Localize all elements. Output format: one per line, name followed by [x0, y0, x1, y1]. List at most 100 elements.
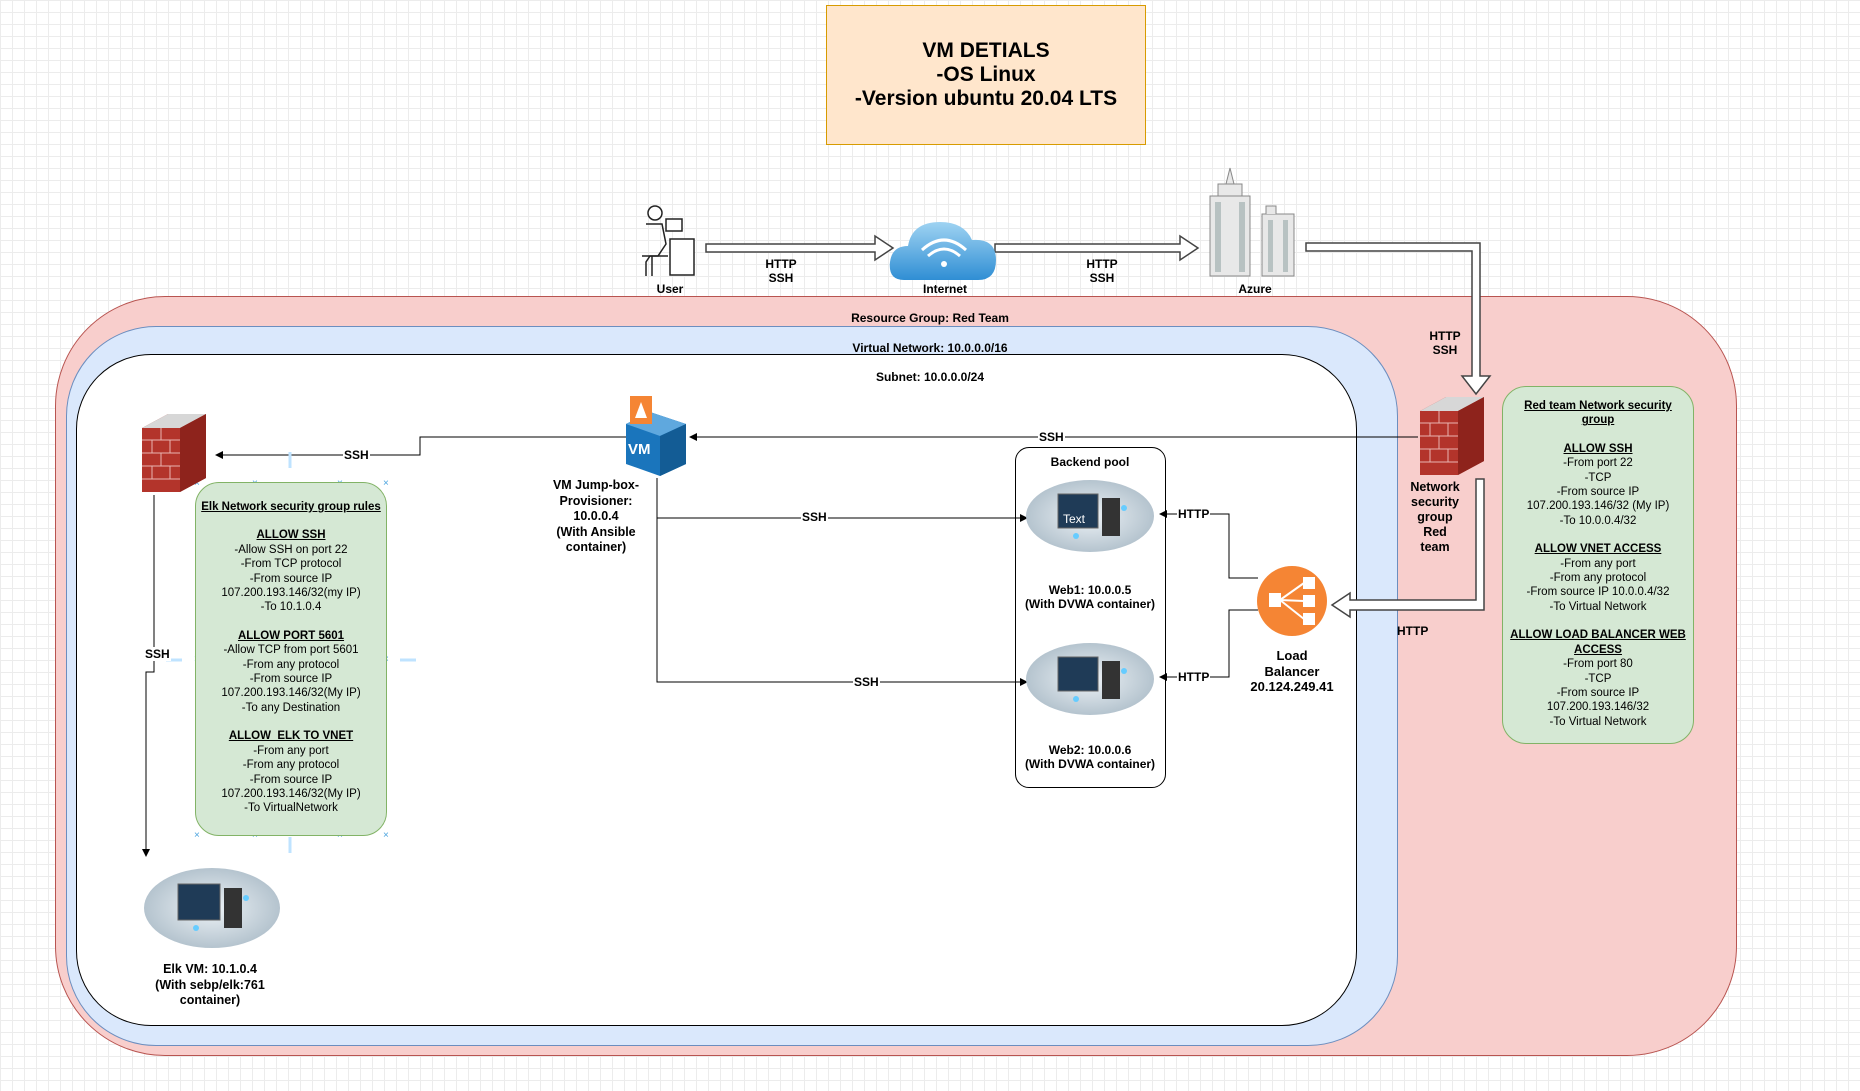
- red-rule-line: -From source IP: [1556, 486, 1640, 499]
- edge-label-line: HTTP: [765, 257, 797, 271]
- vm-details-title: VM DETIALS: [922, 39, 1050, 62]
- edge-label-lb-web2: HTTP: [1177, 670, 1211, 684]
- user-label: User: [656, 282, 684, 296]
- red-rule-line: -From any port: [1560, 557, 1636, 570]
- edge-jumpbox-to-elk-firewall: [215, 436, 626, 459]
- elk-rule-line: -From any port: [253, 744, 329, 757]
- subnet-label: Subnet: 10.0.0.0/24: [875, 370, 985, 384]
- handle-marker: ×: [194, 830, 200, 841]
- web1-vm-icon: [1026, 480, 1154, 552]
- edge-label-nsg-lb: HTTP: [1397, 624, 1429, 638]
- edge-label-lb-web1: HTTP: [1177, 507, 1211, 521]
- vm-details-box: VM DETIALS -OS Linux -Version ubuntu 20.…: [826, 5, 1146, 145]
- edge-label-user-internet: HTTP SSH: [746, 257, 816, 285]
- elk-rule-line: -From source IP: [249, 673, 333, 686]
- edge-label-internet-azure: HTTP SSH: [1067, 257, 1137, 285]
- elk-rule-line: -From any protocol: [242, 658, 340, 671]
- elk-rule-line: -Allow TCP from port 5601: [223, 644, 359, 657]
- lb-label-line: Balancer: [1264, 663, 1320, 679]
- nsg-label-line: Network: [1410, 480, 1460, 494]
- arrow-azure-nsg: [1305, 242, 1492, 396]
- lb-label-line: Load: [1276, 648, 1308, 663]
- red-rule-line: 107.200.193.146/32 (My IP): [1526, 500, 1670, 513]
- red-rule-line: 107.200.193.146/32: [1546, 701, 1650, 714]
- red-rules-title-line2: group: [1581, 414, 1615, 427]
- web2-label-line: (With DVWA container): [1024, 757, 1156, 771]
- nsg-label-line: group: [1417, 510, 1453, 524]
- load-balancer-label: Load Balancer 20.124.249.41: [1236, 648, 1348, 695]
- vm-details-os: -OS Linux: [936, 63, 1036, 86]
- red-rule-lb-heading-line2: ACCESS: [1574, 643, 1622, 656]
- arrow-user-internet: [705, 234, 895, 262]
- elk-rule-line: 107.200.193.146/32(My IP): [221, 787, 361, 800]
- edge-label-elkfw-elk: SSH: [144, 647, 171, 661]
- edge-label-azure-nsg: HTTP SSH: [1410, 329, 1480, 357]
- elk-rule-line: -From TCP protocol: [240, 558, 342, 571]
- azure-label: Azure: [1238, 282, 1272, 296]
- elk-label-line: Elk VM: 10.1.0.4: [163, 962, 257, 976]
- elk-rules-title: Elk Network security group rules: [201, 501, 381, 513]
- elk-rule-line: -To 10.1.0.4: [260, 601, 322, 614]
- nsg-label-line: team: [1420, 540, 1450, 554]
- jumpbox-label-line: Provisioner:: [559, 493, 633, 508]
- elk-rule-vnet-heading: ALLOW ELK TO VNET: [228, 730, 354, 743]
- elk-nsg-rules-panel: Elk Network security group rules ALLOW S…: [195, 482, 387, 836]
- jumpbox-label-line: VM Jump-box-: [552, 478, 640, 492]
- nsg-label-line: security: [1411, 495, 1459, 509]
- vm-details-version: -Version ubuntu 20.04 LTS: [854, 87, 1118, 110]
- jumpbox-label-line: container): [565, 540, 627, 554]
- resource-group-label: Resource Group: Red Team: [851, 311, 1009, 325]
- web1-label-line: (With DVWA container): [1024, 597, 1156, 611]
- nsg-label-line: Red: [1423, 525, 1447, 539]
- elk-vm-icon: [144, 868, 280, 948]
- elk-rule-line: 107.200.193.146/32(my IP): [221, 587, 361, 600]
- backend-pool-title: Backend pool: [1050, 455, 1130, 469]
- elk-rule-5601-heading: ALLOW PORT 5601: [237, 629, 345, 642]
- elk-rule-line: -To VirtualNetwork: [244, 802, 338, 815]
- web2-label: Web2: 10.0.0.6 (With DVWA container): [1015, 743, 1165, 771]
- internet-label: Internet: [922, 282, 967, 296]
- jumpbox-label: VM Jump-box- Provisioner: 10.0.0.4 (With…: [546, 478, 646, 556]
- edge-label-jumpbox-elkfw: SSH: [343, 448, 370, 462]
- red-rule-line: -TCP: [1584, 672, 1612, 685]
- red-rule-line: -From source IP: [1556, 686, 1640, 699]
- red-rule-ssh-heading: ALLOW SSH: [1563, 442, 1633, 455]
- jumpbox-label-line: 10.0.0.4: [573, 509, 619, 523]
- web1-label: Web1: 10.0.0.5 (With DVWA container): [1015, 583, 1165, 611]
- handle-marker: ×: [194, 478, 200, 489]
- red-rule-vnet-heading: ALLOW VNET ACCESS: [1534, 543, 1662, 556]
- elk-label-line: (With sebp/elk:761: [155, 977, 265, 992]
- red-rule-line: -To Virtual Network: [1549, 715, 1647, 728]
- jumpbox-vm-icon-text: VM: [628, 441, 651, 458]
- web2-vm-icon: [1026, 643, 1154, 715]
- handle-marker: ×: [383, 830, 389, 841]
- edge-label-line: HTTP: [1086, 257, 1118, 271]
- red-rule-line: -From port 22: [1563, 457, 1633, 470]
- edge-label-nsg-jumpbox: SSH: [1038, 430, 1065, 444]
- red-rule-line: -To 10.0.0.4/32: [1559, 514, 1637, 527]
- elk-label-line: container): [179, 993, 241, 1007]
- edge-jumpbox-to-web2: [656, 478, 1028, 686]
- red-rule-lb-heading-line1: ALLOW LOAD BALANCER WEB: [1510, 629, 1686, 642]
- red-rules-title-line1: Red team Network security: [1524, 400, 1672, 412]
- red-rule-line: -From port 80: [1563, 658, 1633, 671]
- jumpbox-label-line: (With Ansible: [556, 524, 636, 539]
- edge-label-line: SSH: [1432, 343, 1458, 357]
- arrow-internet-azure: [994, 234, 1200, 262]
- red-rule-line: -From any protocol: [1549, 572, 1647, 585]
- red-rule-line: -From source IP 10.0.0.4/32: [1526, 586, 1670, 599]
- web1-text-overlay: Text: [1063, 512, 1086, 526]
- elk-vm-label: Elk VM: 10.1.0.4 (With sebp/elk:761 cont…: [140, 962, 280, 1009]
- elk-rule-line: -To any Destination: [241, 701, 341, 714]
- lb-label-line: 20.124.249.41: [1250, 679, 1334, 694]
- red-rule-line: -To Virtual Network: [1549, 600, 1647, 613]
- edge-label-line: HTTP: [1429, 329, 1461, 343]
- edge-label-jumpbox-web2: SSH: [853, 675, 880, 689]
- red-rule-line: -TCP: [1584, 471, 1612, 484]
